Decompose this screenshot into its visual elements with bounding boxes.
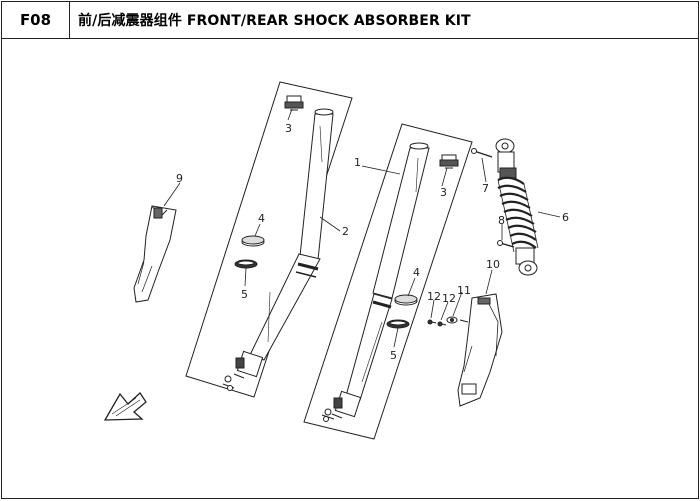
section-code: F08 — [2, 2, 70, 38]
right-top-cap — [439, 154, 459, 169]
exploded-view-drawing: 3 2 4 5 1 3 4 5 9 7 8 6 10 11 12 12 — [103, 81, 569, 440]
callout-7: 7 — [482, 182, 489, 195]
left-fork-axle-clamp — [222, 350, 264, 391]
callout-3-right: 3 — [440, 186, 447, 199]
callout-1: 1 — [354, 156, 361, 169]
left-fork-tube — [249, 108, 334, 361]
guard-screw-a — [427, 319, 437, 325]
callout-6: 6 — [562, 211, 569, 224]
left-fork-frame — [185, 81, 353, 398]
guard-bolt-washer — [446, 316, 469, 324]
rear-shock-lower-bolt — [497, 240, 515, 248]
callout-2: 2 — [342, 225, 349, 238]
left-seal-ring — [241, 235, 265, 247]
callout-12-a: 12 — [427, 290, 441, 303]
callout-4-right: 4 — [413, 266, 420, 279]
header-bar: F08 前/后减震器组件 FRONT/REAR SHOCK ABSORBER K… — [2, 2, 698, 39]
right-fork-axle-clamp — [321, 390, 362, 422]
rear-shock-absorber — [495, 138, 539, 276]
callout-5-left: 5 — [241, 288, 248, 301]
rear-shock-upper-bolt — [471, 148, 493, 158]
callout-3-left: 3 — [285, 122, 292, 135]
section-title: 前/后减震器组件 FRONT/REAR SHOCK ABSORBER KIT — [78, 13, 471, 29]
right-fork-frame — [303, 123, 473, 440]
callout-10: 10 — [486, 258, 500, 271]
callout-4-left: 4 — [258, 212, 265, 225]
right-dust-seal — [386, 319, 410, 329]
front-direction-arrow — [103, 392, 147, 421]
left-dust-seal — [234, 259, 258, 269]
callout-12-b: 12 — [442, 292, 456, 305]
right-fork-guard — [457, 293, 503, 407]
callout-5-right: 5 — [390, 349, 397, 362]
callout-11: 11 — [457, 284, 471, 297]
left-fork-guard — [133, 205, 177, 303]
guard-screw-b — [437, 321, 447, 327]
callout-9: 9 — [176, 172, 183, 185]
right-seal-ring — [394, 294, 418, 306]
callout-8: 8 — [498, 214, 505, 227]
callout-labels: 3 2 4 5 1 3 4 5 9 7 8 6 10 11 12 12 — [176, 122, 569, 362]
leader-lines — [163, 108, 561, 348]
left-top-cap — [284, 95, 304, 111]
right-fork-tube — [345, 142, 430, 401]
